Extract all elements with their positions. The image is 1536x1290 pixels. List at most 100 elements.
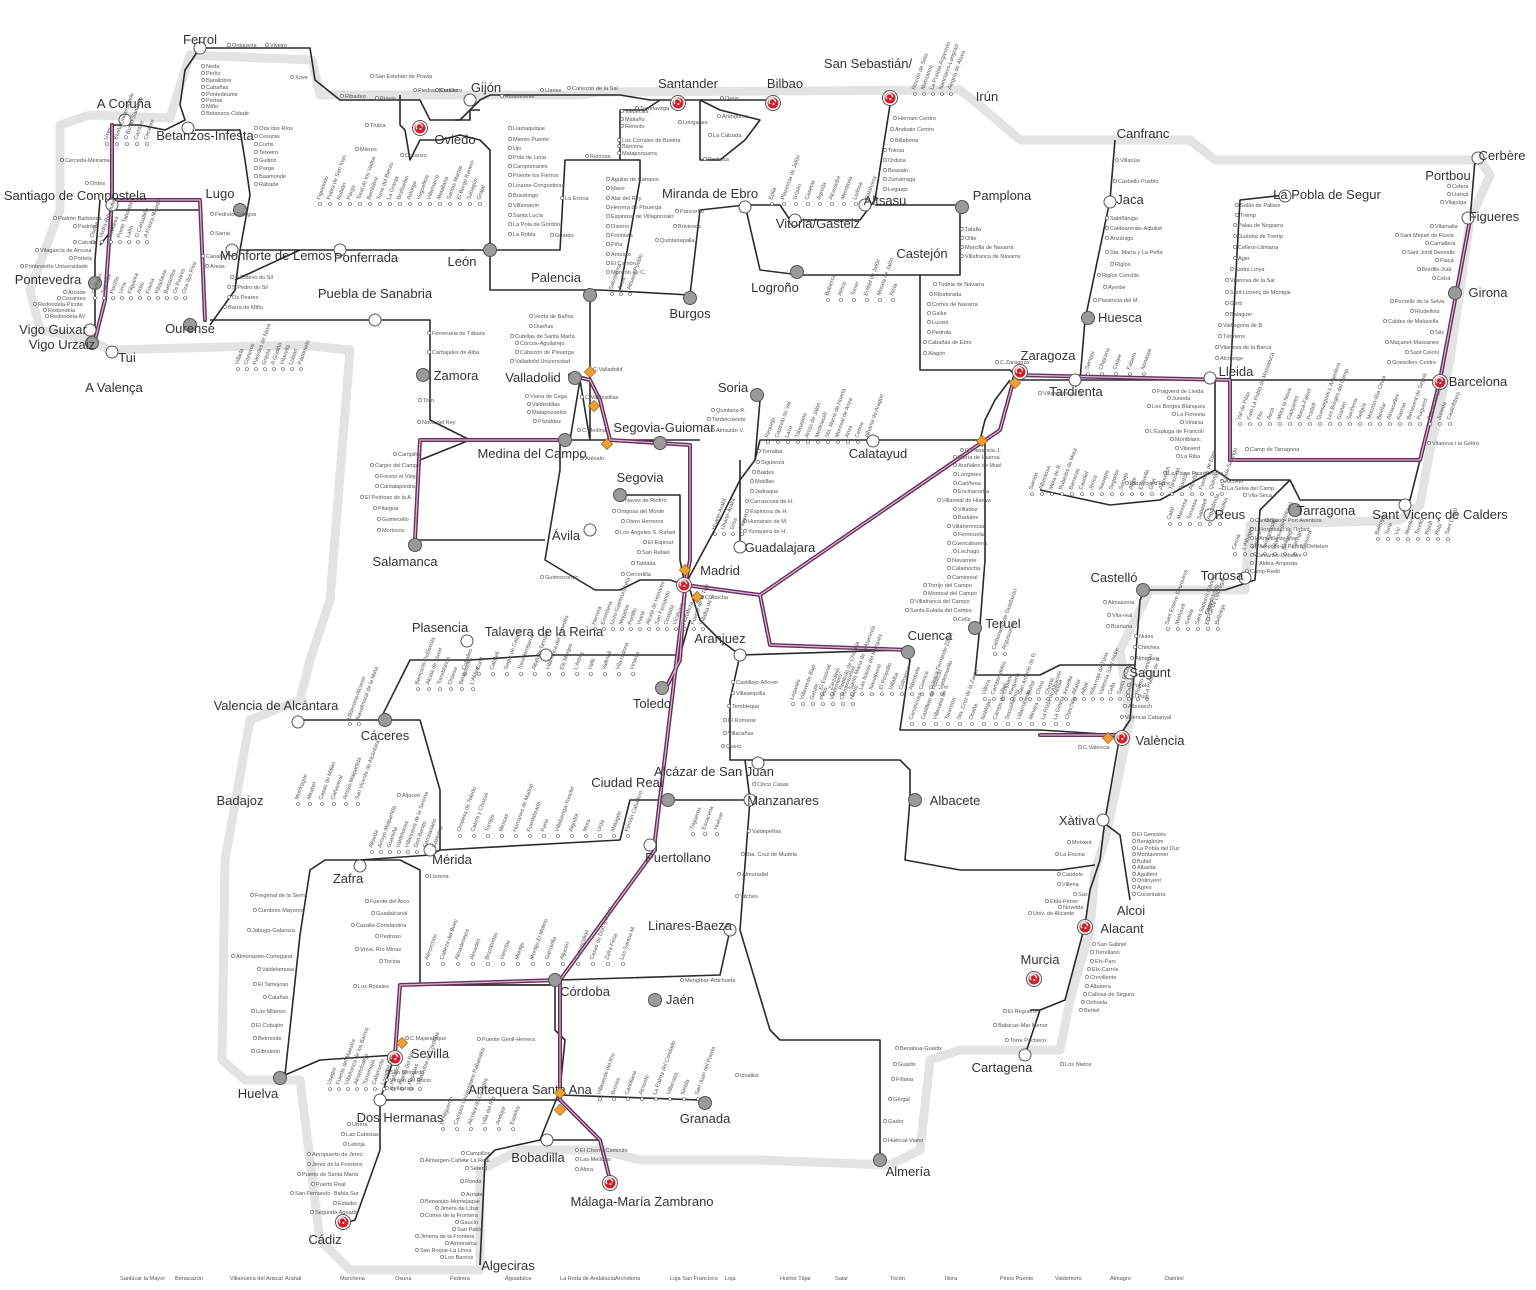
station-sagunt-marker[interactable] bbox=[1123, 666, 1137, 680]
station-granada-marker[interactable] bbox=[698, 1096, 712, 1110]
station-valencia-de-alcantara-marker[interactable] bbox=[291, 715, 305, 729]
station-salamanca-marker[interactable] bbox=[408, 538, 422, 552]
station-talavera-de-la-reina-marker[interactable] bbox=[539, 648, 553, 662]
train-hub-icon[interactable] bbox=[1012, 364, 1028, 380]
station-albacete-marker[interactable] bbox=[908, 793, 922, 807]
station-merida-marker[interactable] bbox=[423, 843, 437, 857]
station-ferrol-marker[interactable] bbox=[193, 41, 207, 55]
rotated-station-label: Viana bbox=[636, 609, 647, 625]
station-altsasu-marker[interactable] bbox=[858, 198, 872, 212]
station-cerbere-marker[interactable] bbox=[1471, 151, 1485, 165]
station-vitoria-gasteiz-marker[interactable] bbox=[788, 213, 802, 227]
train-hub-icon[interactable] bbox=[1432, 374, 1448, 390]
station-lleida-marker[interactable] bbox=[1203, 371, 1217, 385]
minor-station-dot bbox=[1100, 372, 1104, 376]
station-cartagena-marker[interactable] bbox=[1018, 1048, 1032, 1062]
station-reus-marker[interactable] bbox=[1203, 508, 1217, 522]
station-jaen-marker[interactable] bbox=[648, 993, 662, 1007]
train-hub-icon[interactable] bbox=[387, 1050, 403, 1066]
station-tardienta-marker[interactable] bbox=[1068, 373, 1082, 387]
station-calatayud-marker[interactable] bbox=[866, 434, 880, 448]
station-santiago-de-compostela-marker[interactable] bbox=[105, 198, 119, 212]
station-betanzos-infesta-marker[interactable] bbox=[181, 121, 195, 135]
station-vigo-urzaiz-marker[interactable] bbox=[85, 336, 99, 350]
station-tortosa-marker[interactable] bbox=[1238, 571, 1252, 585]
interchange-diamond-icon bbox=[553, 1086, 567, 1100]
station-guadalajara-marker[interactable] bbox=[733, 540, 747, 554]
station-puertollano-marker[interactable] bbox=[643, 838, 657, 852]
station-castello-marker[interactable] bbox=[1136, 583, 1150, 597]
station-la-pobla-de-segur-marker[interactable] bbox=[1278, 189, 1292, 203]
train-hub-icon[interactable] bbox=[602, 1175, 618, 1191]
minor-station-dot bbox=[888, 1097, 892, 1101]
train-hub-icon[interactable] bbox=[412, 120, 428, 136]
minor-station-dot bbox=[839, 298, 843, 302]
station-dos-hermanas-marker[interactable] bbox=[373, 1093, 387, 1107]
minor-station-dot bbox=[721, 744, 725, 748]
station-huesca-marker[interactable] bbox=[1081, 311, 1095, 325]
station-miranda-de-ebro-marker[interactable] bbox=[738, 200, 752, 214]
train-hub-icon[interactable] bbox=[1114, 730, 1130, 746]
station-a-coruna-marker[interactable] bbox=[118, 113, 132, 127]
station-monforte-de-lemos-marker[interactable] bbox=[225, 243, 239, 257]
train-hub-icon[interactable] bbox=[882, 90, 898, 106]
station-figueres-marker[interactable] bbox=[1461, 211, 1475, 225]
station-alcazar-de-san-juan-marker[interactable] bbox=[751, 756, 765, 770]
minor-station-label: Sabiñánigo bbox=[1110, 216, 1138, 222]
station-puebla-de-sanabria-marker[interactable] bbox=[368, 313, 382, 327]
station-tui-marker[interactable] bbox=[105, 345, 119, 359]
station-linares-baeza-marker[interactable] bbox=[723, 923, 737, 937]
train-hub-icon[interactable] bbox=[1077, 919, 1093, 935]
station-manzanares-marker[interactable] bbox=[743, 793, 757, 807]
minor-station-dot bbox=[357, 722, 361, 726]
train-hub-icon[interactable] bbox=[676, 577, 692, 593]
station-cordoba-marker[interactable] bbox=[548, 973, 562, 987]
train-hub-icon[interactable] bbox=[1026, 971, 1042, 987]
station-logrono-marker[interactable] bbox=[790, 265, 804, 279]
station-pamplona-marker[interactable] bbox=[955, 200, 969, 214]
train-hub-icon[interactable] bbox=[765, 95, 781, 111]
station-vigo-guixar-marker[interactable] bbox=[83, 323, 97, 337]
station-segovia-guiomar-marker[interactable] bbox=[653, 436, 667, 450]
minor-station-dot bbox=[949, 92, 953, 96]
station-ourense-marker[interactable] bbox=[183, 318, 197, 332]
station-palencia-marker[interactable] bbox=[583, 288, 597, 302]
station-jaca-marker[interactable] bbox=[1103, 195, 1117, 209]
rotated-station-label: Caudé bbox=[1125, 678, 1136, 696]
station-segovia-marker[interactable] bbox=[613, 488, 627, 502]
station-lugo-marker[interactable] bbox=[233, 203, 247, 217]
minor-station-label: Ordes bbox=[90, 181, 105, 187]
station-caceres-marker[interactable] bbox=[378, 713, 392, 727]
station-aranjuez-marker[interactable] bbox=[733, 648, 747, 662]
station-tarragona-marker[interactable] bbox=[1288, 503, 1302, 517]
station-burgos-marker[interactable] bbox=[683, 291, 697, 305]
station-gijon-marker[interactable] bbox=[463, 93, 477, 107]
station-ciudad-real-marker[interactable] bbox=[661, 793, 675, 807]
station-cuenca-marker[interactable] bbox=[901, 645, 915, 659]
station-ponferrada-marker[interactable] bbox=[333, 243, 347, 257]
station-girona-marker[interactable] bbox=[1448, 286, 1462, 300]
station-bobadilla-marker[interactable] bbox=[540, 1133, 554, 1147]
station-almeria-marker[interactable] bbox=[873, 1153, 887, 1167]
station-pontevedra-marker[interactable] bbox=[88, 276, 102, 290]
station-soria-marker[interactable] bbox=[750, 388, 764, 402]
train-hub-icon[interactable] bbox=[335, 1214, 351, 1230]
station-zafra-marker[interactable] bbox=[353, 859, 367, 873]
rotated-station-label: Arahal bbox=[285, 1276, 301, 1282]
station-avila-marker[interactable] bbox=[583, 523, 597, 537]
train-hub-icon[interactable] bbox=[670, 95, 686, 111]
minor-station-dot bbox=[865, 298, 869, 302]
station-huelva-marker[interactable] bbox=[273, 1071, 287, 1085]
station-zamora-marker[interactable] bbox=[416, 368, 430, 382]
station-leon-marker[interactable] bbox=[483, 243, 497, 257]
minor-station-label: Tremp bbox=[1240, 213, 1256, 219]
station-plasencia-marker[interactable] bbox=[460, 634, 474, 648]
rotated-station-label: Brazatortas bbox=[484, 932, 499, 961]
station-xativa-marker[interactable] bbox=[1096, 813, 1110, 827]
station-valladolid-marker[interactable] bbox=[568, 371, 582, 385]
station-medina-del-campo-marker[interactable] bbox=[558, 433, 572, 447]
station-toledo-marker[interactable] bbox=[655, 681, 669, 695]
minor-station-dot bbox=[1402, 250, 1406, 254]
station-teruel-marker[interactable] bbox=[968, 621, 982, 635]
station-sant-vicenc-de-calders-marker[interactable] bbox=[1398, 498, 1412, 512]
